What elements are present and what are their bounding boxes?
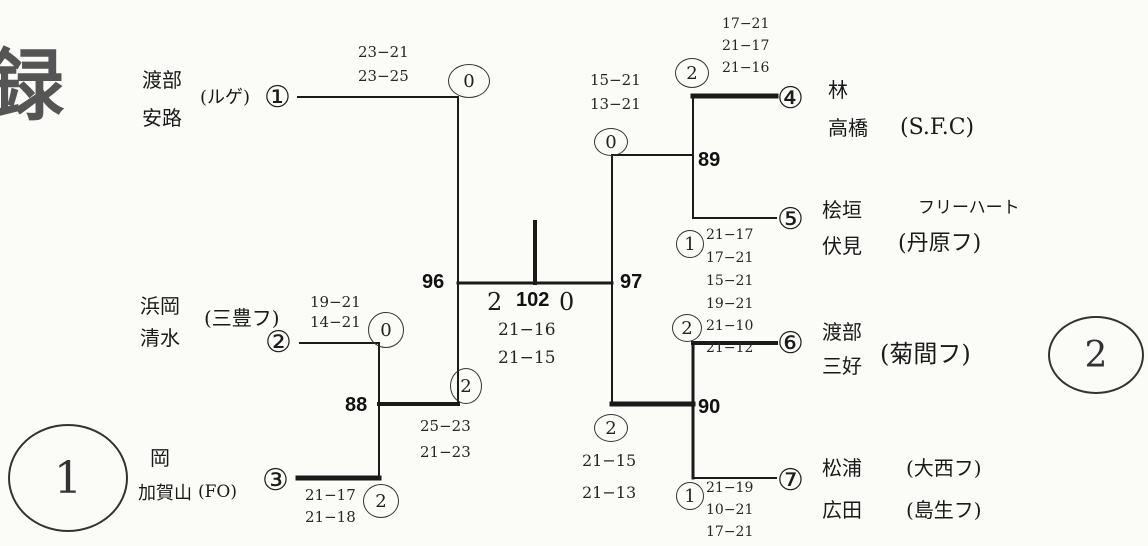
team7-player1: 松浦	[822, 456, 862, 480]
team4-club: (S.F.C)	[900, 115, 975, 140]
match-89-number: 89	[698, 149, 721, 171]
team3-player2: 加賀山	[138, 483, 192, 504]
team5-score3: 15−21	[706, 273, 754, 289]
team4-seed: ④	[777, 82, 804, 115]
match-90-number: 90	[698, 396, 721, 418]
team1-player1: 渡部	[142, 68, 182, 92]
final-score1: 21−16	[498, 320, 556, 340]
team1-score1: 23−21	[358, 43, 409, 61]
team4-score3: 21−16	[722, 60, 770, 76]
match-88-games: 2	[450, 368, 482, 404]
match-96-number: 96	[422, 271, 445, 293]
team6-score1: 19−21	[706, 296, 754, 312]
team1-player2: 安路	[142, 106, 182, 130]
team1-club: (ルゲ)	[200, 87, 251, 108]
team7-seed: ⑦	[777, 464, 804, 497]
team3-seed: ③	[262, 464, 289, 497]
team2-seed: ②	[265, 326, 292, 359]
team5-score1: 21−17	[706, 227, 754, 243]
final-left-games: 2	[487, 288, 503, 316]
match-102-number: 102	[516, 289, 550, 311]
team1-score2: 23−25	[358, 67, 409, 85]
team3-games: 2	[363, 484, 399, 518]
match-88-score1: 25−23	[420, 417, 471, 435]
team5-club-extra: フリーハート	[918, 198, 1020, 218]
title-fragment: 録	[0, 41, 65, 132]
team3-club: (FO)	[198, 482, 237, 502]
team3-score1: 21−17	[305, 486, 356, 504]
team5-score2: 17−21	[706, 250, 754, 266]
team5-seed: ⑤	[777, 203, 804, 236]
team6-games: 2	[672, 314, 702, 342]
team6-score3: 21−12	[706, 340, 754, 356]
team4-player2: 高橋	[828, 116, 868, 140]
team6-player2: 三好	[822, 354, 862, 378]
match-89-games: 0	[594, 128, 628, 156]
place-second-circle: 2	[1048, 316, 1144, 394]
team1-games: 0	[448, 64, 490, 98]
team5-games: 1	[676, 230, 704, 258]
team2-player1: 浜岡	[140, 294, 180, 318]
match-89-score2: 13−21	[590, 95, 641, 113]
team5-club: (丹原フ)	[898, 231, 982, 256]
team4-games: 2	[675, 58, 709, 88]
team3-score2: 21−18	[305, 508, 356, 526]
final-right-games: 0	[559, 288, 575, 316]
team7-club: (大西フ)	[906, 456, 982, 480]
match-90-games: 2	[594, 414, 628, 442]
match-97-number: 97	[620, 271, 643, 293]
team2-club: (三豊フ)	[204, 306, 280, 330]
team6-player1: 渡部	[822, 320, 862, 344]
match-90-score1: 21−15	[582, 451, 637, 470]
team2-games: 0	[368, 312, 404, 348]
place-first-circle: 1	[8, 424, 128, 532]
team6-score2: 21−10	[706, 318, 754, 334]
team7-score1: 21−19	[706, 480, 754, 496]
final-score2: 21−15	[498, 348, 556, 368]
match-88-score2: 21−23	[420, 443, 471, 461]
team1-seed: ①	[264, 81, 291, 114]
team5-player1: 桧垣	[822, 198, 862, 222]
team4-score2: 21−17	[722, 38, 770, 54]
team7-player2: 広田	[822, 498, 862, 522]
team6-club: (菊間フ)	[880, 340, 971, 368]
team5-player2: 伏見	[822, 234, 862, 258]
team3-player1: 岡	[150, 446, 170, 470]
team2-player2: 清水	[140, 326, 180, 350]
team2-score1: 19−21	[310, 293, 361, 311]
team7-games: 1	[676, 482, 704, 510]
team7-score2: 10−21	[706, 502, 754, 518]
match-88-number: 88	[345, 394, 368, 416]
team7-score3: 17−21	[706, 524, 754, 540]
team7-club2: (島生フ)	[906, 498, 982, 522]
team4-score1: 17−21	[722, 16, 770, 32]
match-89-score1: 15−21	[590, 71, 641, 89]
team2-score2: 14−21	[310, 313, 361, 331]
match-90-score2: 21−13	[582, 483, 637, 502]
team4-player1: 林	[828, 78, 848, 102]
team6-seed: ⑥	[777, 327, 804, 360]
